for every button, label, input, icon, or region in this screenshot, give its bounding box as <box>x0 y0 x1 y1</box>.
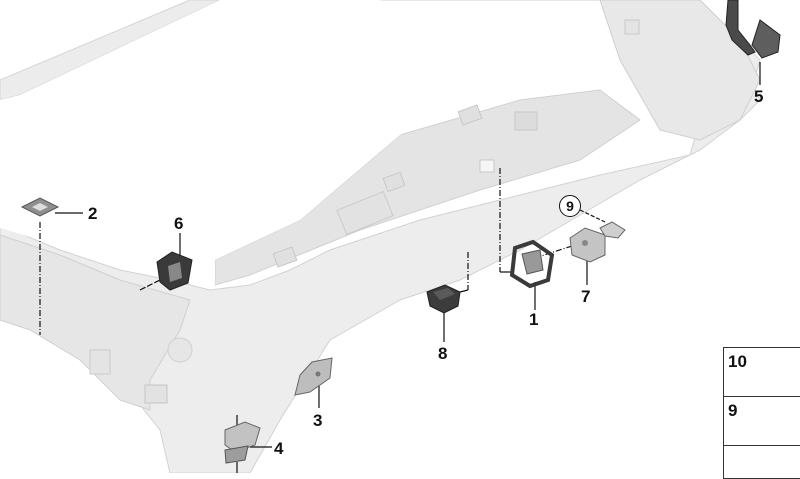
legend-label: 9 <box>728 401 738 420</box>
part-7-metal-bracket <box>569 221 626 263</box>
part-6-cover-cap <box>156 251 193 291</box>
callout-5[interactable]: 5 <box>754 87 764 106</box>
part-4-bracket <box>224 421 261 464</box>
callout-9-circled[interactable]: 9 <box>559 195 581 217</box>
callout-6[interactable]: 6 <box>174 214 184 233</box>
callout-8[interactable]: 8 <box>438 344 448 363</box>
callout-1[interactable]: 1 <box>529 310 539 329</box>
callout-3[interactable]: 3 <box>313 411 323 430</box>
legend-item-screw[interactable]: 10 <box>724 348 800 397</box>
part-3-bracket <box>294 357 333 396</box>
fastener-legend: 10 9 <box>723 347 800 479</box>
callout-2[interactable]: 2 <box>88 204 98 223</box>
part-1-holder-frame <box>509 239 555 289</box>
part-5-cable-duct <box>725 0 781 59</box>
callout-7[interactable]: 7 <box>581 287 591 306</box>
leader-lines <box>39 62 761 473</box>
legend-label: 10 <box>728 352 747 371</box>
legend-item-collar-nut[interactable]: 9 <box>724 397 800 446</box>
part-8-cap <box>426 284 461 314</box>
part-2-clip-plate <box>20 197 60 217</box>
headliner-panel <box>0 0 761 473</box>
callout-4[interactable]: 4 <box>274 439 284 458</box>
legend-item-reference <box>724 446 800 478</box>
